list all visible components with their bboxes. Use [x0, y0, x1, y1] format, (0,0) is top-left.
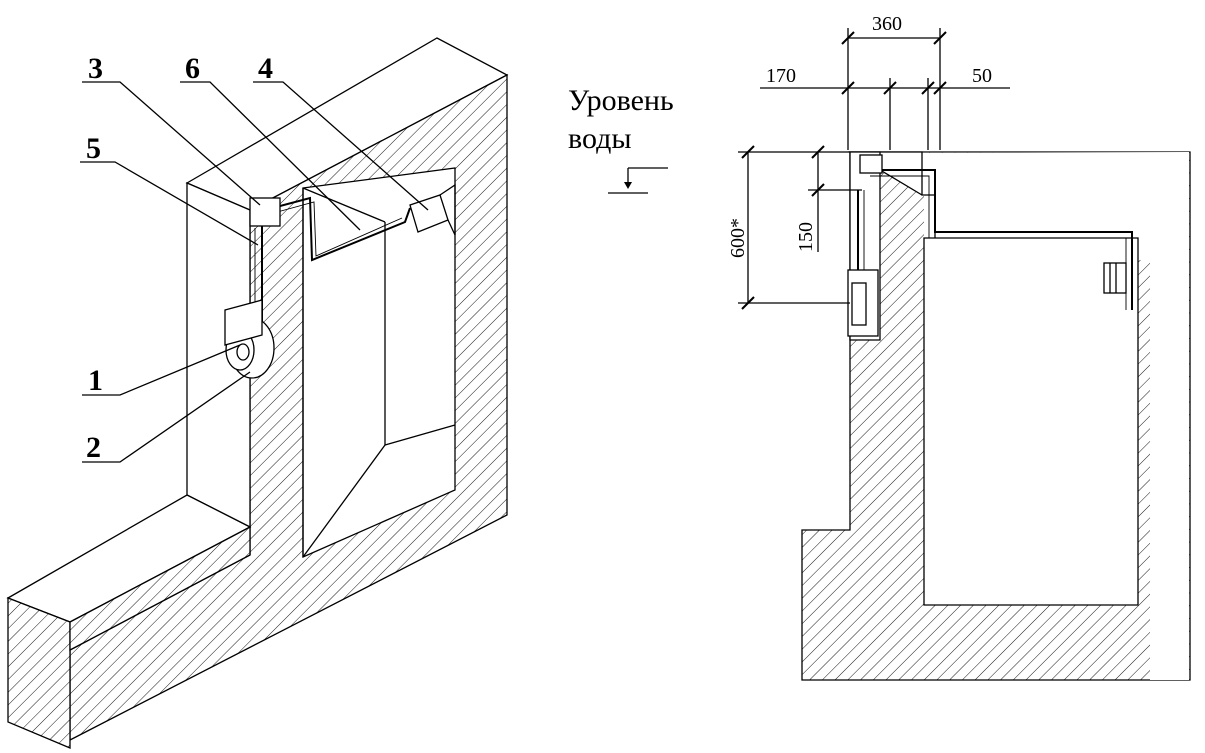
leader-3: [82, 81, 261, 206]
water-level-label-1: Уровень: [568, 84, 674, 117]
callout-3: 3: [88, 52, 103, 85]
callout-2: 2: [86, 431, 101, 464]
dim-170: 170: [766, 65, 796, 87]
section-dimensions-top: [760, 28, 1010, 150]
section-right-unit: [1103, 262, 1127, 294]
callout-4: 4: [258, 52, 273, 85]
leader-4: [253, 81, 429, 211]
iso-pipe-upper: [264, 196, 411, 262]
iso-wall: [6, 37, 509, 749]
callout-6: 6: [185, 52, 200, 85]
iso-equipment: [224, 183, 456, 379]
leader-2: [82, 371, 251, 463]
section-top-fitting: [859, 154, 883, 174]
iso-top-box: [249, 197, 281, 227]
water-level-marker: Уровень воды: [568, 84, 674, 194]
leader-1: [82, 344, 241, 396]
isometric-view: 3 6 4 5 1 2: [6, 37, 509, 749]
leader-6: [180, 81, 361, 231]
dim-50: 50: [972, 65, 992, 87]
dim-150: 150: [795, 222, 817, 252]
callout-1: 1: [88, 364, 103, 397]
water-level-label-2: воды: [568, 122, 632, 155]
iso-callouts: [80, 81, 429, 463]
iso-housing: [224, 299, 263, 346]
section-device: [851, 282, 867, 326]
callout-5: 5: [86, 132, 101, 165]
section-pipe-main: [870, 169, 1133, 310]
dim-600: 600*: [727, 218, 749, 258]
section-view: 360 170 50 600* 150: [727, 13, 1191, 681]
leader-5: [80, 161, 259, 246]
section-pipes: [847, 154, 1133, 337]
iso-base-front-face: [69, 525, 251, 652]
dim-360: 360: [872, 13, 902, 35]
section-dimensions-left: [738, 145, 862, 310]
iso-base-side-face: [7, 597, 71, 749]
